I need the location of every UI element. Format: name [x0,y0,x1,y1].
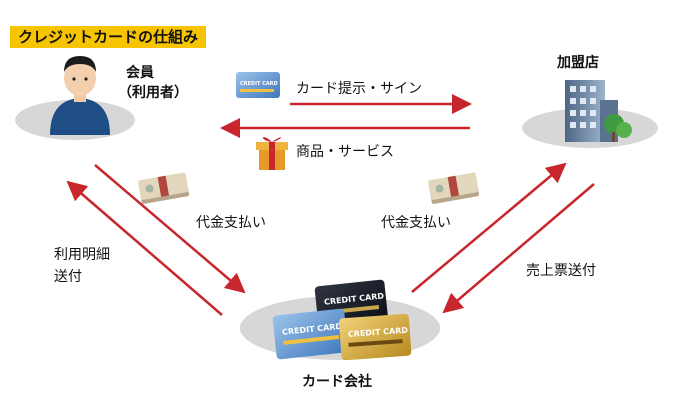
card-company-figure: CREDIT CARD CREDIT CARD CREDIT CARD [240,279,440,361]
card-small-text: CREDIT CARD [240,81,278,87]
flow-statement-label-line2: 送付 [54,269,82,285]
flow-goods-label: 商品・サービス [296,144,394,160]
diagram-title: クレジットカードの仕組み [10,26,207,48]
money-bundle-icon-right [428,172,480,204]
arrow-statement [66,180,223,316]
money-bundle-icon-left [138,172,190,204]
arrow-merchant-payment [411,162,567,293]
flow-payment-right-label: 代金支払い [381,215,451,231]
flow-statement-label-line1: 利用明細 [54,247,110,263]
member-label-line1: 会員 [126,65,154,81]
arrow-sales-slip [442,183,595,314]
flow-sales-slip-label: 売上票送付 [526,263,596,279]
member-figure [15,56,135,140]
merchant-figure [522,80,658,148]
flow-payment-left-label: 代金支払い [196,215,266,231]
card-company-label: カード会社 [302,374,372,390]
card-gold-text: CREDIT CARD [348,326,409,339]
member-label-line2: （利用者） [118,85,188,101]
gift-box-icon [256,137,288,170]
credit-card-icon-gold: CREDIT CARD [339,313,412,361]
merchant-label: 加盟店 [557,55,599,71]
credit-card-icon-blue: CREDIT CARD [272,308,349,360]
credit-card-icon-black: CREDIT CARD [314,279,389,329]
person-icon [50,56,110,135]
flow-card-present-label: カード提示・サイン [296,81,422,97]
credit-card-icon-small: CREDIT CARD [236,72,280,98]
arrow-member-payment [94,164,246,294]
tree-icon [604,114,632,142]
